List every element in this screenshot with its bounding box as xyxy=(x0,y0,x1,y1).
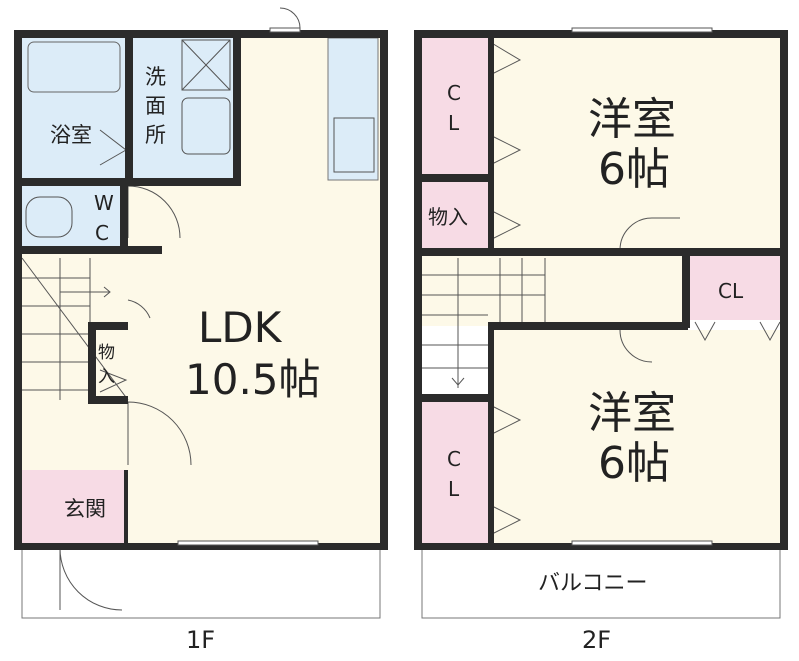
entrance-label: 玄関 xyxy=(64,497,106,521)
stair-hall-area xyxy=(22,250,128,470)
closet-bottom-area xyxy=(422,402,488,543)
western-room-bottom-label-2: 6帖 xyxy=(598,438,670,489)
closet-top-area xyxy=(422,38,488,174)
stairs-2f xyxy=(422,258,546,388)
storage-2f-area xyxy=(422,182,488,248)
walls-1f xyxy=(14,27,388,550)
ldk-label-2: 10.5帖 xyxy=(185,355,321,404)
bathtub xyxy=(27,41,121,93)
toilet xyxy=(25,196,73,238)
balcony-label: バルコニー xyxy=(538,571,648,596)
floor-2 xyxy=(414,27,788,619)
entrance-area xyxy=(22,470,124,543)
washroom-label-1: 洗 xyxy=(145,65,166,89)
doors-2f xyxy=(489,41,781,536)
ldk-label-1: LDK xyxy=(198,303,283,352)
western-room-top-area xyxy=(492,38,780,250)
closet-bottom-label-2: L xyxy=(448,477,460,501)
washroom-area xyxy=(133,38,233,178)
balcony-1f-area xyxy=(21,547,381,619)
storage-1f-label-2: 入 xyxy=(98,367,115,387)
floor-1-label: 1F xyxy=(186,626,215,654)
wc-label-1: W xyxy=(94,191,114,215)
storage-1f-label-1: 物 xyxy=(98,343,115,363)
western-room-bottom-area xyxy=(492,330,780,543)
western-room-top-label-1: 洋室 xyxy=(588,94,676,145)
sink xyxy=(181,97,231,155)
stair-hall-2f-area xyxy=(422,256,686,326)
closet-right-area xyxy=(690,256,780,320)
floor-2-label: 2F xyxy=(582,626,611,654)
wc-area xyxy=(22,186,126,246)
bath-label: 浴室 xyxy=(50,123,92,147)
closet-right-label: CL xyxy=(718,279,744,303)
closet-bottom-label-1: C xyxy=(447,447,461,471)
closet-top-label-2: L xyxy=(448,111,460,135)
storage-2f-label: 物入 xyxy=(428,205,468,229)
western-room-bottom-label-1: 洋室 xyxy=(588,388,676,439)
walls-2f xyxy=(414,27,788,550)
stairs-1f xyxy=(21,257,129,401)
floor-1 xyxy=(14,7,388,619)
washer-space xyxy=(181,39,231,91)
closet-top-label-1: C xyxy=(447,81,461,105)
washroom-label-2: 面 xyxy=(145,94,166,118)
western-room-top-label-2: 6帖 xyxy=(598,144,670,195)
stove xyxy=(333,117,375,173)
washroom-label-3: 所 xyxy=(145,123,166,147)
kitchen-counter xyxy=(327,37,379,181)
balcony-2f-area xyxy=(421,547,781,619)
wc-label-2: C xyxy=(95,221,109,245)
